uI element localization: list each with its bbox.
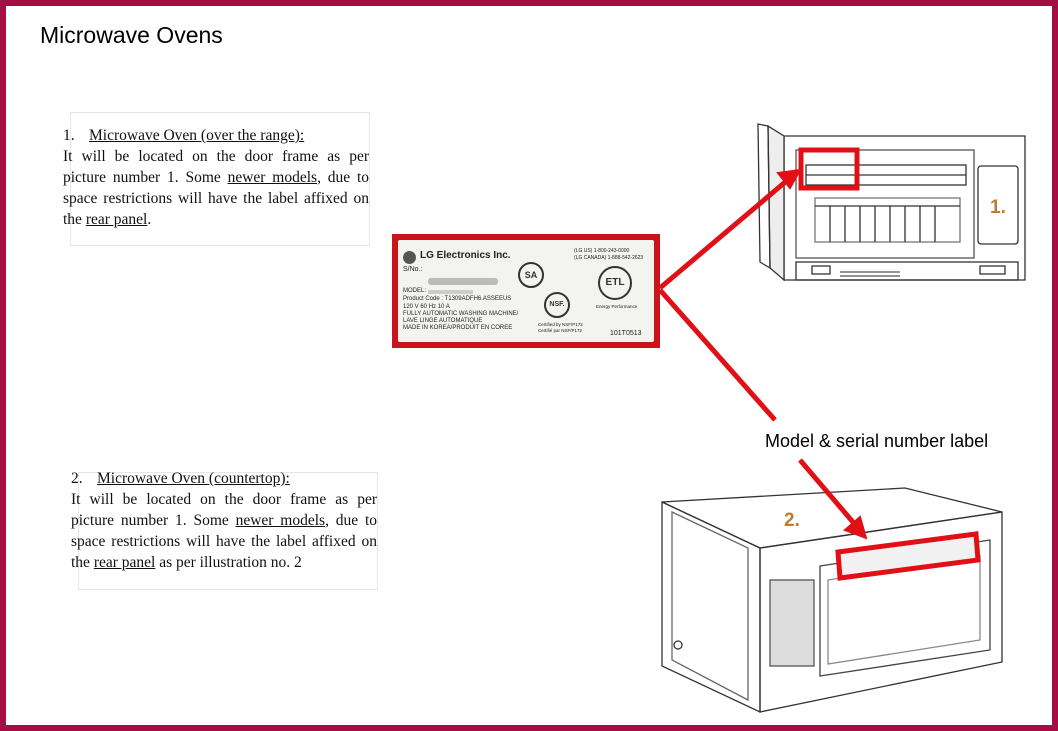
section-2-heading: 2. Microwave Oven (countertop):	[71, 468, 377, 489]
section-2-heading-text: Microwave Oven (countertop):	[97, 470, 290, 487]
section-1-link-rear-panel: rear panel	[85, 211, 148, 228]
section-2-link-rear-panel: rear panel	[93, 554, 156, 571]
label-energy: Energy Performance	[596, 304, 638, 309]
label-brand: LG Electronics Inc.	[420, 250, 511, 261]
lg-logo-icon	[403, 251, 416, 264]
section-1-text-b: , due to space restrictions will have th…	[63, 169, 370, 228]
etl-mark-icon: ETL	[598, 266, 632, 300]
label-phone-1: (LG US) 1-800-243-0000	[574, 248, 630, 254]
label-nsf-cert-1: Certified by NSF/P172	[538, 322, 583, 327]
section-1-text-c: .	[147, 211, 152, 228]
section-2-number: 2.	[71, 470, 83, 487]
illustration-tag-2: 2.	[784, 510, 800, 531]
label-desc-2: LAVE LINGE AUTOMATIQUE	[403, 318, 483, 324]
label-origin: MADE IN KOREA/PRODUIT EN COREE	[403, 325, 513, 331]
rating-label-plate: LG Electronics Inc. S/No.: MODEL: Produc…	[398, 240, 654, 342]
label-code: 101T0513	[610, 330, 642, 337]
ghost-box-2	[78, 472, 378, 590]
section-2: 2. Microwave Oven (countertop): It will b…	[71, 468, 377, 573]
label-phone-2: (LG CANADA) 1-888-542-2623	[574, 255, 644, 261]
label-redacted-model	[428, 290, 473, 294]
illustration-tag-1: 1.	[990, 197, 1006, 218]
etl-mark-text: ETL	[605, 277, 625, 288]
label-nsf-cert-2: Certifié par NSF/P172	[538, 328, 583, 333]
csa-mark-text: SA	[524, 270, 538, 280]
pointer-arrows	[658, 168, 868, 540]
rating-label-image: LG Electronics Inc. S/No.: MODEL: Produc…	[392, 234, 660, 348]
section-1: 1. Microwave Oven (over the range): It wi…	[63, 125, 369, 230]
nsf-mark-text: NSF.	[549, 301, 565, 308]
section-1-heading: 1. Microwave Oven (over the range):	[63, 125, 369, 146]
section-1-number: 1.	[63, 127, 75, 144]
page-title: Microwave Ovens	[40, 22, 223, 48]
csa-mark-icon: SA	[518, 262, 544, 288]
section-2-link-newer-models: newer models	[235, 512, 326, 529]
label-redacted-serial	[428, 278, 498, 285]
section-2-text-a: It will be located on the door frame as …	[71, 491, 377, 529]
label-sn: S/No.:	[403, 266, 423, 273]
nsf-mark-icon: NSF.	[544, 292, 570, 318]
model-serial-caption: Model & serial number label	[765, 431, 989, 451]
label-desc-1: FULLY AUTOMATIC WASHING MACHINE/	[403, 311, 519, 317]
ghost-box-1	[70, 112, 370, 246]
section-1-text-a: It will be located on the door frame as …	[63, 148, 369, 186]
section-2-text-b: , due to space restrictions will have th…	[71, 512, 378, 571]
countertop-label-highlight-box	[835, 531, 981, 581]
label-product-code: Product Code : T1309ADFH6.ASSEEUS	[403, 296, 512, 302]
otr-microwave-illustration	[757, 123, 1026, 282]
label-rating: 120 V 60 Hz 10 A	[403, 304, 450, 310]
section-1-link-newer-models: newer models	[227, 169, 318, 186]
section-1-heading-text: Microwave Oven (over the range):	[89, 127, 305, 144]
countertop-microwave-illustration	[661, 487, 1003, 714]
label-model: MODEL:	[403, 288, 427, 294]
section-2-text-c: as per illustration no. 2	[155, 554, 302, 571]
otr-label-highlight-box	[798, 147, 860, 191]
